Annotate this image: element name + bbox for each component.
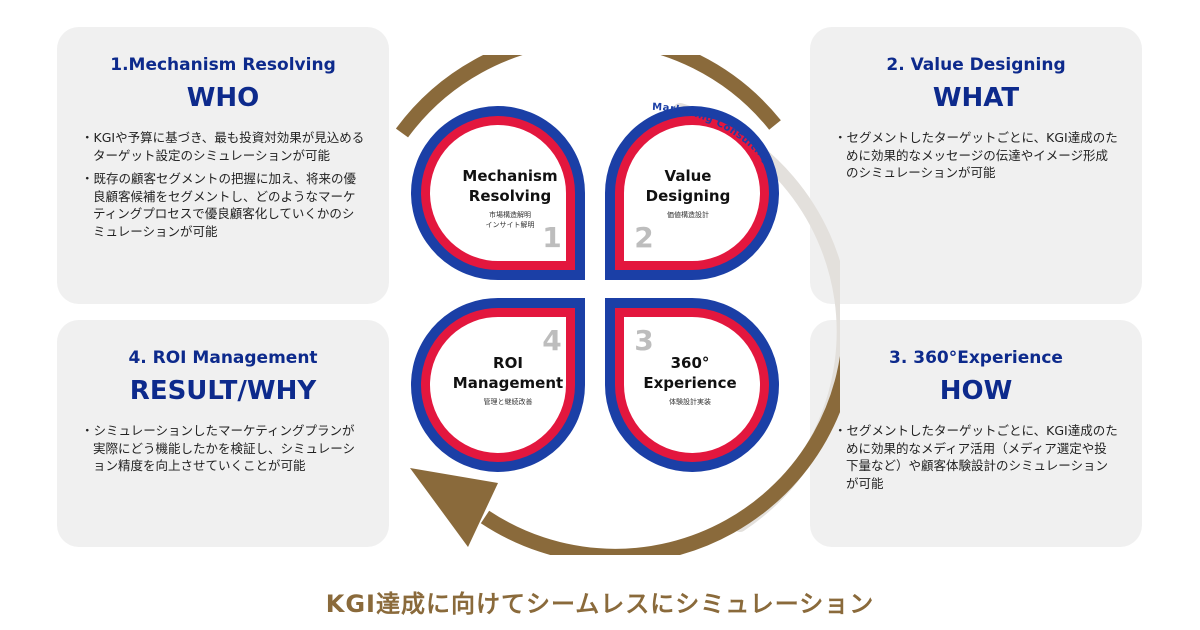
card-mechanism-resolving: 1.Mechanism Resolving WHO KGIや予算に基づき、最も投… bbox=[57, 27, 389, 304]
petal-mechanism-resolving bbox=[411, 106, 585, 281]
card-bullet: 既存の顧客セグメントの把握に加え、将来の優良顧客候補をセグメントし、どのようなマ… bbox=[81, 170, 365, 240]
cycle-diagram: Data Infrastructure Marketing Consulting… bbox=[395, 55, 840, 555]
petal-4-sub1: 管理と継続改善 bbox=[484, 397, 533, 406]
tagline: KGI達成に向けてシームレスにシミュレーション bbox=[325, 590, 875, 618]
petal-2-number: 2 bbox=[634, 221, 653, 254]
petal-3-line1: 360° bbox=[671, 354, 710, 372]
card-bullet: シミュレーションしたマーケティングプランが実際にどう機能したかを検証し、シミュレ… bbox=[81, 422, 365, 475]
cycle-arrow-top bbox=[395, 55, 781, 138]
card-keyword: WHO bbox=[186, 83, 260, 113]
petal-2-line2: Designing bbox=[646, 187, 731, 205]
card-title: 4. ROI Management bbox=[128, 348, 318, 368]
card-bullet: KGIや予算に基づき、最も投資対効果が見込めるターゲット設定のシミュレーションが… bbox=[81, 129, 365, 164]
petal-3-line2: Experience bbox=[643, 374, 736, 392]
card-keyword: HOW bbox=[939, 376, 1013, 406]
petal-360-experience bbox=[605, 297, 779, 472]
card-roi-management: 4. ROI Management RESULT/WHY シミュレーションしたマ… bbox=[57, 320, 389, 547]
petal-1-line1: Mechanism bbox=[462, 167, 557, 185]
card-bullet: セグメントしたターゲットごとに、KGI達成のために効果的なメッセージの伝達やイメ… bbox=[834, 129, 1118, 182]
card-360-experience: 3. 360°Experience HOW セグメントしたターゲットごとに、KG… bbox=[810, 320, 1142, 547]
card-bullet: セグメントしたターゲットごとに、KGI達成のために効果的なメディア活用（メディア… bbox=[834, 422, 1118, 492]
petal-2-line1: Value bbox=[665, 167, 712, 185]
petal-1-sub1: 市場構造解明 bbox=[489, 210, 531, 219]
card-title: 1.Mechanism Resolving bbox=[110, 55, 336, 75]
card-value-designing: 2. Value Designing WHAT セグメントしたターゲットごとに、… bbox=[810, 27, 1142, 304]
petal-value-designing bbox=[605, 106, 779, 281]
petal-3-number: 3 bbox=[634, 324, 653, 357]
cycle-arrowhead bbox=[410, 468, 498, 547]
petal-4-number: 4 bbox=[542, 324, 561, 357]
petal-1-number: 1 bbox=[542, 221, 561, 254]
petal-roi-management bbox=[411, 297, 585, 472]
petal-4-line2: Management bbox=[453, 374, 563, 392]
cycle-arrow-bottom bbox=[480, 355, 840, 555]
card-keyword: RESULT/WHY bbox=[129, 376, 317, 406]
petal-1-line2: Resolving bbox=[469, 187, 551, 205]
petal-1-sub2: インサイト解明 bbox=[486, 220, 535, 229]
petal-4-line1: ROI bbox=[493, 354, 523, 372]
petal-3-sub1: 体験設計実装 bbox=[669, 397, 711, 406]
card-title: 3. 360°Experience bbox=[889, 348, 1063, 368]
card-title: 2. Value Designing bbox=[886, 55, 1066, 75]
card-keyword: WHAT bbox=[932, 83, 1020, 113]
petal-2-sub1: 価値構造設計 bbox=[667, 210, 709, 219]
